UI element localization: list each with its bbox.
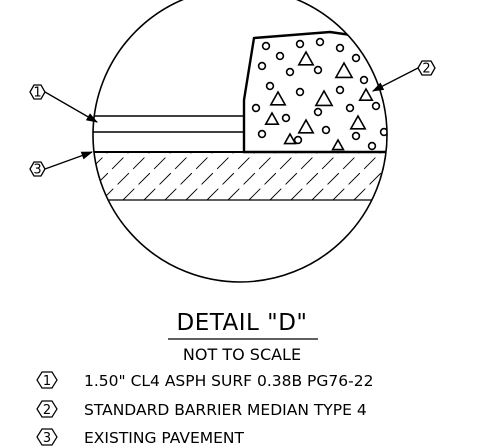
aggregate-circle bbox=[313, 107, 323, 117]
hatch-line bbox=[185, 151, 235, 201]
aggregate-circle bbox=[335, 43, 345, 53]
barrier-median bbox=[242, 30, 387, 154]
legend-item-3: 3 EXISTING PAVEMENT bbox=[36, 428, 245, 447]
hatch-line bbox=[93, 151, 130, 201]
legend-item-1-number: 1 bbox=[43, 374, 51, 389]
hatch-line bbox=[311, 151, 361, 201]
legend-item-2: 2 STANDARD BARRIER MEDIAN TYPE 4 bbox=[36, 400, 367, 419]
hatch-line bbox=[269, 151, 319, 201]
aggregate-triangle bbox=[334, 61, 354, 79]
aggregate-circle bbox=[281, 113, 291, 123]
aggregate-circle bbox=[335, 85, 345, 95]
aggregate-circle bbox=[251, 103, 261, 113]
aggregate-circle bbox=[257, 61, 267, 71]
hatch-line bbox=[396, 152, 444, 200]
hatch-line bbox=[93, 151, 109, 201]
hatch-line bbox=[438, 152, 478, 200]
legend-item-3-text: EXISTING PAVEMENT bbox=[84, 429, 245, 447]
aggregate-triangle bbox=[297, 118, 315, 134]
aggregate-circle bbox=[351, 131, 361, 141]
hatch-line bbox=[143, 151, 193, 201]
aggregate-circle bbox=[359, 75, 369, 85]
aggregate-triangle bbox=[297, 50, 315, 66]
aggregate-circle bbox=[315, 37, 325, 47]
hatch-line bbox=[227, 151, 277, 201]
detail-section-view bbox=[93, 30, 478, 201]
callout-1-number: 1 bbox=[33, 86, 41, 101]
aggregate-circle bbox=[257, 129, 267, 139]
aggregate-circle bbox=[351, 53, 361, 63]
aggregate-triangle bbox=[264, 111, 280, 125]
hatch-line bbox=[101, 151, 151, 201]
aggregate-circle bbox=[379, 127, 387, 137]
hatch-line bbox=[122, 151, 172, 201]
detail-circle bbox=[92, 0, 388, 283]
legend-item-2-number: 2 bbox=[43, 403, 51, 418]
aggregate-triangle bbox=[269, 90, 287, 106]
hatch-line bbox=[353, 151, 387, 201]
legend-item-1: 1 1.50" CL4 ASPH SURF 0.38B PG76-22 bbox=[36, 371, 373, 390]
hatch-line bbox=[164, 151, 214, 201]
aggregate-triangle bbox=[349, 114, 367, 130]
hatch-line bbox=[417, 152, 465, 200]
aggregate-triangle bbox=[314, 89, 334, 107]
aggregate-circle bbox=[285, 67, 295, 77]
aggregate-circle bbox=[313, 65, 323, 75]
legend-item-3-number: 3 bbox=[43, 431, 51, 446]
callout-1: 1 bbox=[29, 84, 99, 123]
aggregate-circle bbox=[345, 103, 355, 113]
aggregate-circle bbox=[265, 81, 275, 91]
aggregate-triangle bbox=[283, 132, 297, 145]
hatch-line bbox=[332, 151, 382, 201]
aggregate-circle bbox=[261, 41, 271, 51]
aggregate-triangle bbox=[358, 87, 374, 101]
legend: 1 1.50" CL4 ASPH SURF 0.38B PG76-22 2 ST… bbox=[36, 371, 373, 447]
existing-pavement-hatch bbox=[93, 151, 478, 201]
title-block: DETAIL "D" NOT TO SCALE bbox=[168, 310, 318, 364]
aggregate-circle bbox=[275, 51, 285, 61]
legend-item-1-text: 1.50" CL4 ASPH SURF 0.38B PG76-22 bbox=[84, 372, 373, 390]
aggregate-circle bbox=[295, 87, 305, 97]
aggregate-circle bbox=[367, 141, 377, 151]
aggregate-circle bbox=[321, 125, 331, 135]
callout-3-number: 3 bbox=[33, 163, 41, 178]
callout-2: 2 bbox=[371, 60, 436, 92]
aggregate-circle bbox=[293, 135, 303, 145]
aggregate-triangle bbox=[331, 138, 345, 151]
detail-subtitle: NOT TO SCALE bbox=[183, 345, 301, 364]
detail-title: DETAIL "D" bbox=[176, 310, 307, 336]
legend-item-2-text: STANDARD BARRIER MEDIAN TYPE 4 bbox=[84, 401, 367, 419]
hatch-line bbox=[206, 151, 256, 201]
callout-2-number: 2 bbox=[422, 62, 430, 77]
aggregate-circle bbox=[295, 39, 305, 49]
aggregate-circle bbox=[371, 101, 381, 111]
callout-3: 3 bbox=[29, 151, 94, 178]
hatch-line bbox=[248, 151, 298, 201]
hatch-line bbox=[290, 151, 340, 201]
